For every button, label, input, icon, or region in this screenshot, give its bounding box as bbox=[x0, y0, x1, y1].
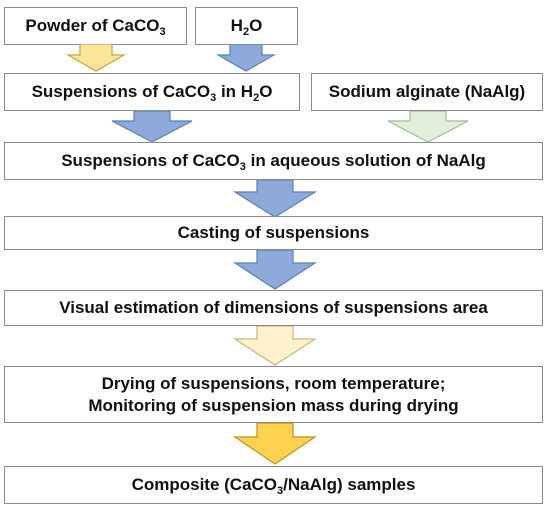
visual-label: Visual estimation of dimensions of suspe… bbox=[59, 298, 488, 318]
arrow-to-drying bbox=[233, 326, 317, 366]
composite-node: Composite (CaCO3/NaAlg) samples bbox=[4, 466, 543, 504]
suspensions-water-label: Suspensions of CaCO3 in H2O bbox=[31, 82, 273, 105]
arrow-powder-down bbox=[66, 44, 126, 72]
alginate-node: Sodium alginate (NaAlg) bbox=[311, 73, 543, 111]
arrow-suspensions-water-down bbox=[111, 111, 193, 143]
casting-node: Casting of suspensions bbox=[4, 216, 543, 250]
arrow-to-composite bbox=[233, 423, 317, 465]
composite-label: Composite (CaCO3/NaAlg) samples bbox=[131, 475, 416, 498]
water-node: H2O bbox=[195, 7, 298, 45]
powder-label: Powder of CaCO3 bbox=[25, 16, 166, 39]
powder-node: Powder of CaCO3 bbox=[4, 7, 187, 45]
casting-label: Casting of suspensions bbox=[177, 223, 370, 243]
arrow-alginate-down bbox=[387, 111, 469, 143]
arrow-water-down bbox=[216, 44, 276, 72]
drying-node: Drying of suspensions, room temperature;… bbox=[4, 366, 543, 423]
drying-line1: Drying of suspensions, room temperature; bbox=[101, 374, 446, 394]
suspensions-water-node: Suspensions of CaCO3 in H2O bbox=[4, 73, 300, 111]
suspensions-alginate-label: Suspensions of CaCO3 in aqueous solution… bbox=[61, 151, 486, 174]
suspensions-alginate-node: Suspensions of CaCO3 in aqueous solution… bbox=[4, 142, 543, 180]
arrow-to-casting bbox=[233, 180, 317, 218]
arrow-to-visual bbox=[233, 250, 317, 290]
drying-line2: Monitoring of suspension mass during dry… bbox=[88, 395, 459, 415]
alginate-label: Sodium alginate (NaAlg) bbox=[328, 82, 526, 102]
visual-node: Visual estimation of dimensions of suspe… bbox=[4, 290, 543, 326]
water-label: H2O bbox=[230, 16, 263, 39]
